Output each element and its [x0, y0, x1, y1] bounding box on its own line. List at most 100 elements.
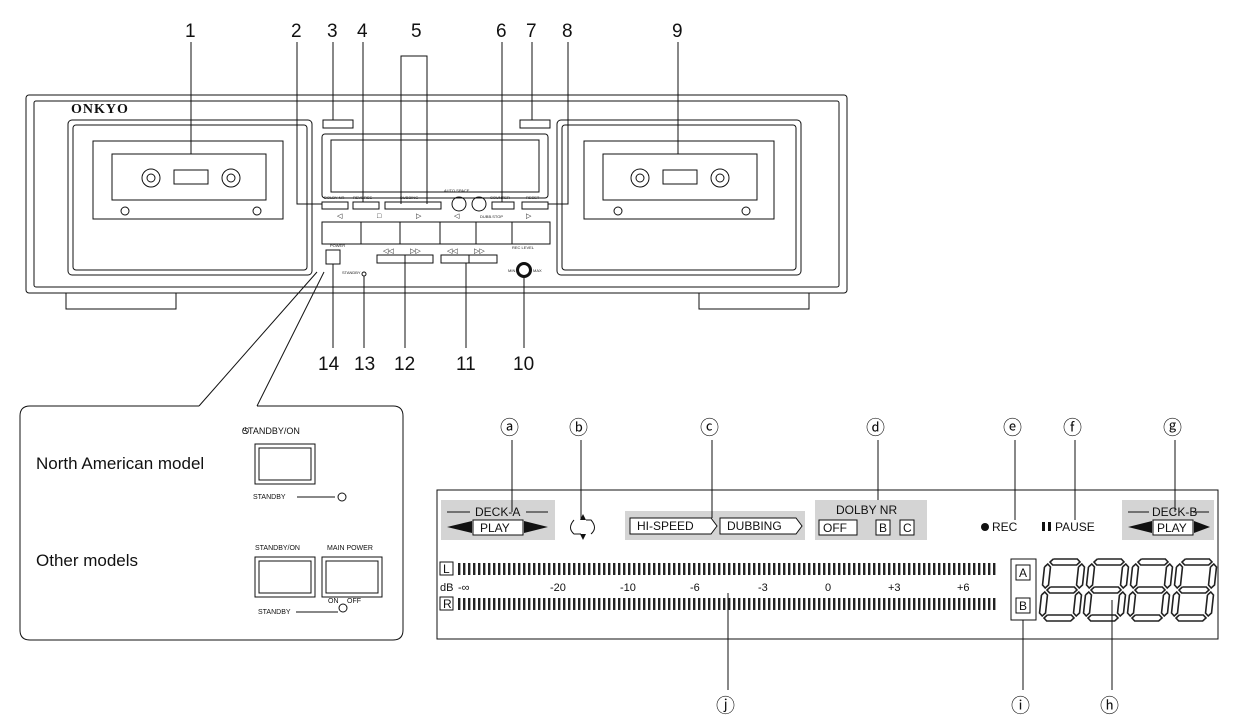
display-frame: [436, 489, 1219, 640]
svg-text:STANDBY: STANDBY: [342, 270, 361, 275]
deck-a-stop-button[interactable]: [361, 222, 400, 244]
meter-segment: [728, 598, 731, 610]
meter-segment: [628, 563, 631, 575]
meter-segment: [983, 563, 986, 575]
meter-segment: [753, 563, 756, 575]
meter-segment: [763, 598, 766, 610]
meter-segment: [498, 563, 501, 575]
scale-neg-20: -20: [550, 582, 566, 594]
meter-l: L: [443, 562, 450, 576]
meter-segment: [588, 563, 591, 575]
main-power-button[interactable]: [321, 556, 383, 598]
meter-segment: [893, 563, 896, 575]
meter-segment: [818, 563, 821, 575]
callout-e: ⓔ: [1003, 417, 1022, 439]
counter-b: B: [1019, 599, 1027, 613]
meter-segment: [793, 598, 796, 610]
na-standby-on-button[interactable]: [254, 443, 316, 485]
meter-segment: [913, 598, 916, 610]
meter-segment: [968, 563, 971, 575]
other-standby-on-button[interactable]: [254, 556, 316, 598]
deck-b-stop-button[interactable]: [476, 222, 512, 244]
meter-segment: [838, 563, 841, 575]
dolby-nr-button[interactable]: [321, 201, 349, 210]
chassis-inner: [33, 100, 840, 288]
counter-button[interactable]: [491, 201, 515, 210]
meter-segment: [613, 563, 616, 575]
dolby-c: C: [903, 521, 912, 535]
meter-segment: [648, 598, 651, 610]
meter-segment: [473, 563, 476, 575]
meter-segment: [843, 598, 846, 610]
deck-a-play-button[interactable]: [400, 222, 440, 244]
meter-segment: [753, 598, 756, 610]
seven-segment: [1133, 586, 1167, 594]
power-button[interactable]: [325, 249, 341, 265]
meter-segment: [533, 563, 536, 575]
meter-segment: [868, 563, 871, 575]
seven-segment: [1072, 590, 1083, 618]
meter-segment: [578, 598, 581, 610]
scale-neg-inf: -∞: [458, 582, 470, 594]
deck-b-reverse-play-button[interactable]: [440, 222, 476, 244]
meter-segment: [688, 563, 691, 575]
meter-segment: [563, 563, 566, 575]
deck-b-door[interactable]: [556, 119, 802, 276]
meter-segment: [918, 563, 921, 575]
meter-segment: [458, 598, 461, 610]
dubbing-button[interactable]: [384, 201, 442, 210]
deck-a-eject-button[interactable]: [322, 119, 354, 129]
meter-segment: [863, 563, 866, 575]
meter-segment: [543, 563, 546, 575]
meter-segment: [748, 598, 751, 610]
rec-pause-button[interactable]: [471, 196, 487, 212]
meter-segment: [713, 598, 716, 610]
brand-logo: ONKYO: [71, 102, 129, 117]
deck-a-reverse-play-button[interactable]: [322, 222, 361, 244]
meter-segment: [823, 598, 826, 610]
meter-segment: [773, 563, 776, 575]
meter-segment: [988, 563, 991, 575]
meter-segment: [918, 598, 921, 610]
pause-indicator: PAUSE: [1055, 520, 1095, 534]
meter-segment: [848, 598, 851, 610]
meter-segment: [893, 598, 896, 610]
svg-text:RESET: RESET: [526, 195, 540, 200]
meter-segment: [988, 598, 991, 610]
meter-segment: [948, 598, 951, 610]
auto-space-button[interactable]: [451, 196, 467, 212]
meter-segment: [873, 563, 876, 575]
seven-segment: [1045, 586, 1079, 594]
seven-segment: [1041, 562, 1052, 590]
meter-segment: [558, 598, 561, 610]
meter-segment: [818, 598, 821, 610]
reverse-mode-button[interactable]: [352, 201, 380, 210]
meter-segment: [548, 598, 551, 610]
deck-b-eject-button[interactable]: [519, 119, 551, 129]
dolby-nr-indicator: DOLBY NR: [836, 503, 897, 517]
deck-a-door[interactable]: [67, 119, 313, 276]
meter-segment: [823, 563, 826, 575]
rec-indicator: REC: [992, 520, 1018, 534]
meter-segment: [673, 598, 676, 610]
meter-segment: [583, 563, 586, 575]
deck-b-play-button[interactable]: [512, 222, 550, 244]
meter-segment: [503, 598, 506, 610]
callout-d: ⓓ: [866, 417, 885, 439]
reset-button[interactable]: [521, 201, 549, 210]
deck-b-reel-left: [630, 168, 650, 188]
meter-segment: [968, 598, 971, 610]
seven-segment: [1126, 590, 1137, 618]
front-callouts: 1 2 3 4 5 6 7 8 9 10 11 12 13 14: [185, 21, 683, 375]
meter-segment: [528, 598, 531, 610]
callout-1: 1: [185, 21, 196, 42]
meter-segment: [673, 563, 676, 575]
meter-segment: [878, 598, 881, 610]
na-standby-indicator: [337, 492, 347, 502]
meter-segment: [853, 563, 856, 575]
meter-segment: [943, 563, 946, 575]
meter-segment: [483, 598, 486, 610]
meter-segment: [603, 598, 606, 610]
seven-segment: [1204, 590, 1215, 618]
meter-segment: [653, 598, 656, 610]
